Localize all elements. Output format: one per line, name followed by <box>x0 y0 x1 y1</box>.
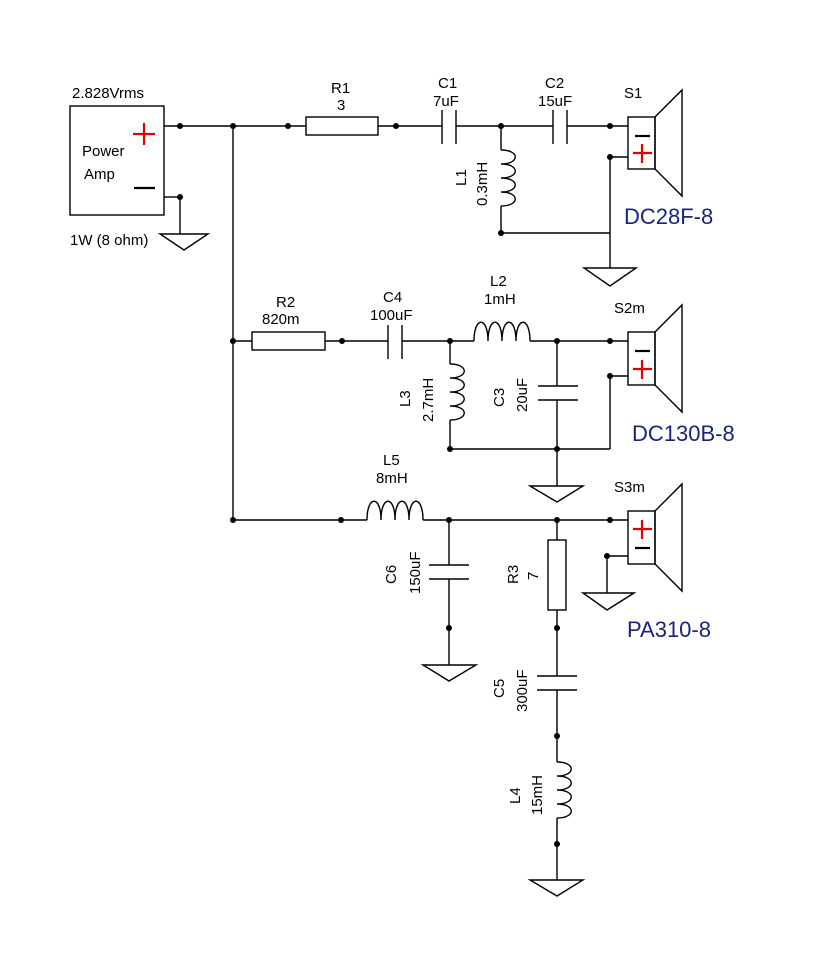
ground-icon <box>527 879 586 897</box>
speaker-S3 <box>627 482 683 593</box>
ground-icon <box>527 485 586 503</box>
S1-name: S1 <box>624 85 642 102</box>
S2-model: DC130B-8 <box>632 421 735 446</box>
inductor-L2 <box>473 321 531 342</box>
amp-label-line2: Amp <box>84 166 115 183</box>
inductor-L4 <box>556 761 572 819</box>
ground-icon <box>581 267 639 287</box>
C5-name: C5 <box>491 679 508 698</box>
R3-name: R3 <box>505 565 522 584</box>
ground-icon <box>580 592 637 611</box>
L3-name: L3 <box>397 390 414 407</box>
R3-value: 7 <box>525 572 542 580</box>
resistor-R3 <box>547 539 567 611</box>
S2-name: S2m <box>614 300 645 317</box>
L5-name: L5 <box>383 452 400 469</box>
power-amp-box <box>69 105 165 216</box>
L1-name: L1 <box>453 169 470 186</box>
L4-value: 15mH <box>529 775 546 815</box>
R1-name: R1 <box>331 80 350 97</box>
L5-value: 8mH <box>376 470 408 487</box>
L2-value: 1mH <box>484 291 516 308</box>
L3-value: 2.7mH <box>420 378 437 422</box>
power-amp: Power Amp 2.828Vrms 1W (8 ohm) <box>69 85 165 249</box>
R2-value: 820m <box>262 311 300 328</box>
junction-dots <box>177 123 613 847</box>
C4-name: C4 <box>383 289 402 306</box>
resistor-R1 <box>305 116 379 136</box>
R1-value: 3 <box>337 97 345 114</box>
speaker-S1 <box>627 88 683 198</box>
R2-name: R2 <box>276 294 295 311</box>
resistor-R2 <box>251 331 326 351</box>
C1-value: 7uF <box>433 93 459 110</box>
ground-icon <box>157 233 211 251</box>
amp-label-line1: Power <box>82 143 125 160</box>
C6-name: C6 <box>383 565 400 584</box>
amp-voltage-label: 2.828Vrms <box>72 85 144 102</box>
C4-value: 100uF <box>370 307 413 324</box>
ground-icon <box>420 664 479 682</box>
speaker-S2 <box>627 303 683 414</box>
C3-value: 20uF <box>514 378 531 412</box>
inductor-L5 <box>366 500 424 521</box>
C2-value: 15uF <box>538 93 572 110</box>
L4-name: L4 <box>507 787 524 804</box>
C2-name: C2 <box>545 75 564 92</box>
inductor-L3 <box>449 363 465 421</box>
S3-model: PA310-8 <box>627 617 711 642</box>
C1-name: C1 <box>438 75 457 92</box>
C6-value: 150uF <box>407 551 424 594</box>
L2-name: L2 <box>490 273 507 290</box>
amp-power-label: 1W (8 ohm) <box>70 232 148 249</box>
inductor-L1 <box>500 149 516 207</box>
L1-value: 0.3mH <box>474 162 491 206</box>
C5-value: 300uF <box>514 669 531 712</box>
S1-model: DC28F-8 <box>624 204 713 229</box>
S3-name: S3m <box>614 479 645 496</box>
C3-name: C3 <box>491 388 508 407</box>
